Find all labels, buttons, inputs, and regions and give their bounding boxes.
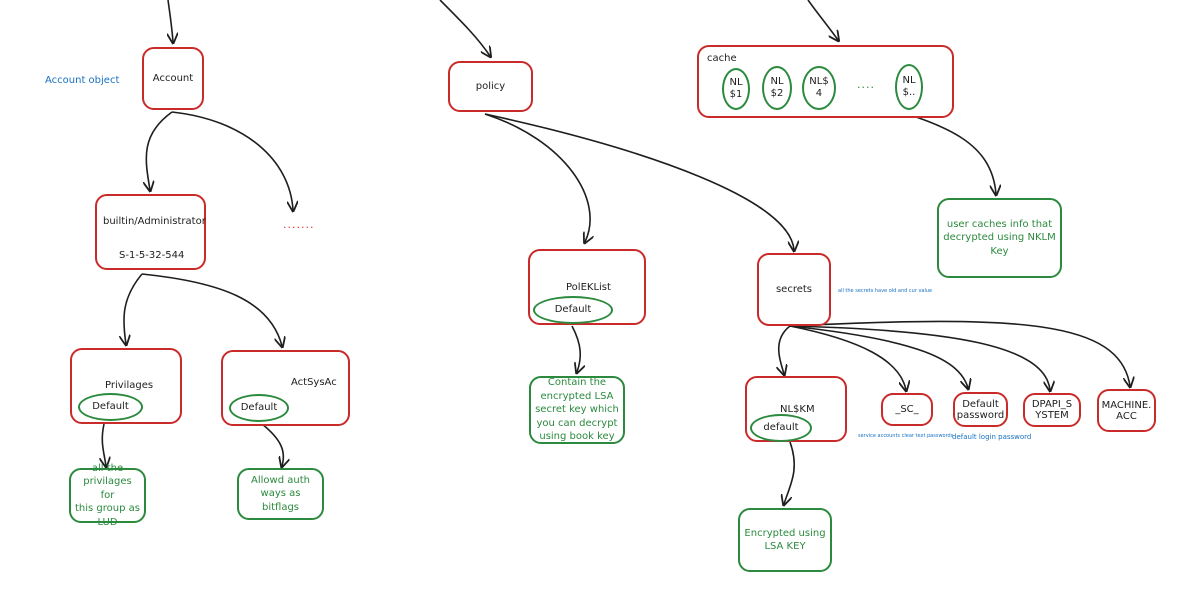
machine-acc-node: MACHINE. ACC [1097,389,1156,432]
edge-policy-secrets [484,113,794,250]
poleklist-label: PolEKList [566,282,611,293]
cache-item-nl4: NL$ 4 [802,66,836,110]
policy-label: policy [475,81,506,92]
default-password-note: default login password [952,433,1032,441]
privilages-desc-node: all the privilages for this group as LUD [69,463,146,528]
cache-desc-node: user caches info that decrypted using NK… [937,198,1062,278]
cache-item-nl2: NL $2 [762,66,792,110]
builtin-administrator-node: builtin/Administrator S-1-5-32-544 [95,194,206,270]
default-password-label: Default password [956,398,1005,421]
cache-item-nl-more: NL $.. [895,64,923,110]
cache-ellipsis: .... [857,78,875,91]
edge-poleklist-desc [571,325,580,372]
privilages-label: Privilages [105,380,154,391]
builtin-sid-label: S-1-5-32-544 [119,250,185,261]
edge-into-policy [439,0,490,56]
builtin-administrator-label: builtin/Administrator [103,216,206,227]
edge-nlkm-desc [784,441,796,504]
edge-builtin-privilages [124,273,143,344]
edge-into-account [168,0,173,42]
edge-policy-poleklist [484,113,590,242]
edge-account-builtin [146,111,173,190]
cache-label: cache [707,53,737,64]
privilages-desc-text: all the privilages for this group as LUD [75,462,140,528]
dpapi-system-label: DPAPI_S YSTEM [1031,399,1073,421]
nlkm-default-oval: default [750,414,812,442]
dpapi-system-node: DPAPI_S YSTEM [1023,393,1081,427]
poleklist-desc-text: Contain the encrypted LSA secret key whi… [535,377,619,443]
edge-into-cache [807,0,838,40]
edge-secrets-machine [789,320,1130,386]
poleklist-desc-node: Contain the encrypted LSA secret key whi… [529,376,625,444]
actsysac-desc-node: Allowd auth ways as bitflags [237,468,324,520]
edge-actsysac-desc [261,423,283,466]
poleklist-default-oval: Default [533,296,613,324]
account-label: Account [152,73,194,84]
sc-note: service accounts clear text passwords [858,433,954,439]
privilages-default-oval: Default [78,393,143,421]
sc-label: _SC_ [895,404,919,415]
nlkm-desc-text: Encrypted using LSA KEY [744,527,826,553]
cache-item-nl1: NL $1 [722,68,750,110]
policy-node: policy [448,61,533,112]
privilages-node: Privilages [70,348,182,424]
more-nodes-ellipsis: ....... [283,218,315,231]
secrets-note: all the secrets have old and cur value [838,288,933,294]
machine-acc-label: MACHINE. ACC [1101,399,1152,422]
edge-secrets-nlkm [779,325,791,374]
secrets-node: secrets [757,253,831,326]
default-password-node: Default password [953,392,1008,427]
cache-desc-text: user caches info that decrypted using NK… [943,218,1056,257]
actsysac-default-oval: Default [229,394,289,422]
nlkm-desc-node: Encrypted using LSA KEY [738,508,832,572]
sc-node: _SC_ [881,393,933,426]
nlkm-label: NL$KM [780,404,815,415]
secrets-label: secrets [775,284,813,295]
edge-builtin-actsysac [141,273,282,346]
account-node: Account [142,47,204,110]
account-object-note: Account object [45,75,120,86]
actsysac-desc-text: Allowd auth ways as bitflags [251,474,310,513]
actsysac-label: ActSysAc [291,377,337,388]
